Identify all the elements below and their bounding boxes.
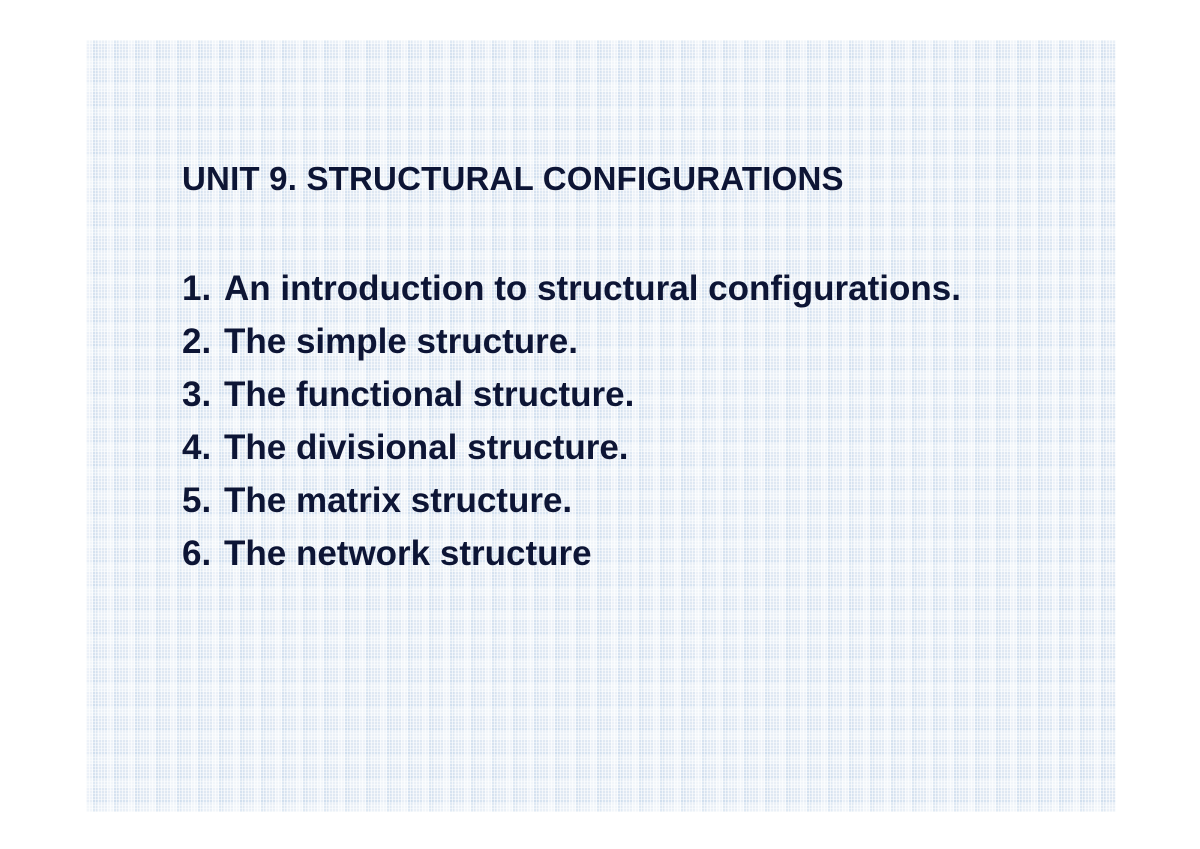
agenda-item-3: 3. The functional structure. xyxy=(182,372,961,425)
agenda-list: 1. An introduction to structural configu… xyxy=(182,266,961,584)
agenda-item-5-number: 5. xyxy=(182,481,212,520)
agenda-item-3-label: The functional structure. xyxy=(224,375,635,414)
agenda-item-3-number: 3. xyxy=(182,375,212,414)
agenda-item-1: 1. An introduction to structural configu… xyxy=(182,266,961,319)
agenda-item-4-number: 4. xyxy=(182,428,212,467)
agenda-item-5: 5. The matrix structure. xyxy=(182,478,961,531)
slide-content: UNIT 9. STRUCTURAL CONFIGURATIONS 1. An … xyxy=(86,40,1116,812)
agenda-item-1-label: An introduction to structural configurat… xyxy=(224,269,961,308)
agenda-item-6: 6. The network structure xyxy=(182,531,961,584)
agenda-item-5-label: The matrix structure. xyxy=(224,481,573,520)
agenda-item-2-label: The simple structure. xyxy=(224,322,578,361)
agenda-item-1-number: 1. xyxy=(182,269,212,308)
agenda-item-6-number: 6. xyxy=(182,534,212,573)
slide-title: UNIT 9. STRUCTURAL CONFIGURATIONS xyxy=(182,160,844,197)
agenda-item-4: 4. The divisional structure. xyxy=(182,425,961,478)
presentation-slide: UNIT 9. STRUCTURAL CONFIGURATIONS 1. An … xyxy=(86,40,1116,812)
agenda-item-2-number: 2. xyxy=(182,322,212,361)
agenda-item-6-label: The network structure xyxy=(224,534,592,573)
agenda-item-2: 2. The simple structure. xyxy=(182,319,961,372)
agenda-item-4-label: The divisional structure. xyxy=(224,428,629,467)
